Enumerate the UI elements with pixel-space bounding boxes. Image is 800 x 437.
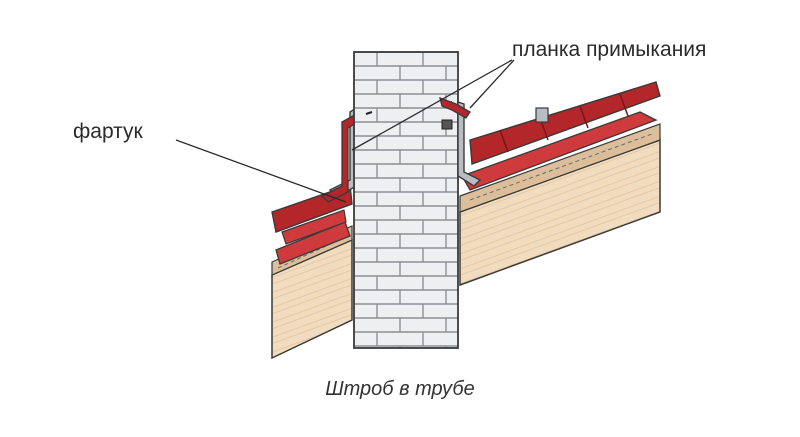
tile-clip (535, 107, 549, 123)
apron-leader (175, 139, 347, 203)
strip-leader-right (469, 59, 515, 109)
adjoining-strip-label: планка примыкания (512, 38, 707, 61)
right-adjoining-strip (439, 96, 471, 119)
right-upper-tiles (469, 81, 661, 165)
diagram-caption: Штроб в трубе (325, 378, 475, 400)
chimney (353, 51, 459, 349)
right-batten-layer (459, 123, 661, 213)
leader-lines (175, 59, 515, 203)
right-roof-slope (439, 81, 661, 287)
right-apron-metal (457, 101, 482, 187)
strip-leader-left (351, 59, 513, 151)
right-lower-tiles (461, 111, 658, 191)
left-roof-slope (271, 106, 371, 360)
right-fastener (441, 119, 453, 130)
apron-label: фартук (73, 120, 143, 143)
brick-chimney (353, 51, 459, 349)
left-groove (365, 111, 373, 115)
